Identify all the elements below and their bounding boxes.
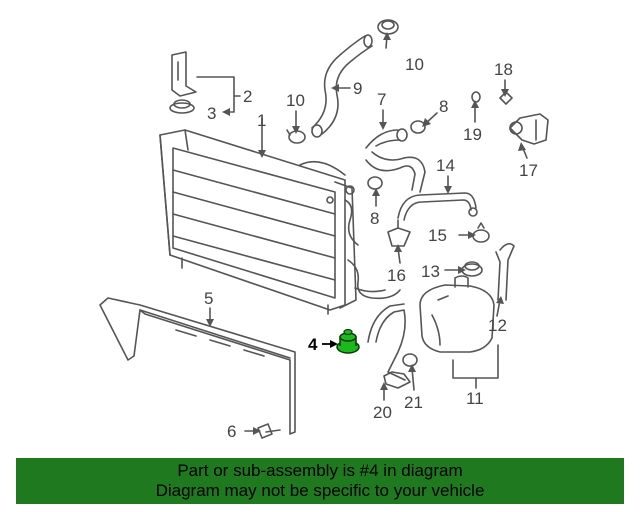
upper-radiator-hose: [311, 34, 373, 138]
notice-line-part: Part or sub-assembly is #4 in diagram: [177, 461, 463, 480]
callout-8-lower: 8: [370, 209, 379, 228]
callout-21: 21: [404, 393, 423, 412]
mount-bracket: [171, 51, 197, 97]
callout-20: 20: [373, 403, 392, 422]
lower-radiator-hose: [365, 128, 426, 193]
thermostat-gasket: [471, 91, 481, 103]
callout-4-arrowhead: [330, 340, 338, 348]
thermostat-housing: [509, 113, 549, 145]
callout-18: 18: [494, 60, 513, 79]
hose-clamp-bypass: [367, 176, 383, 190]
reservoir-cap: [377, 19, 399, 35]
callout-16: 16: [387, 266, 406, 285]
callout-19: 19: [463, 125, 482, 144]
callout-15: 15: [428, 226, 447, 245]
callout-5: 5: [204, 289, 213, 308]
callout-7: 7: [377, 90, 386, 109]
callout-8-upper: 8: [439, 97, 448, 116]
overflow-hose: [495, 242, 515, 301]
callout-4: 4: [308, 335, 318, 354]
callout-10-upper: 10: [405, 55, 424, 74]
callout-6: 6: [227, 422, 236, 441]
callout-12: 12: [488, 316, 507, 335]
callout-9: 9: [353, 79, 362, 98]
callout-14: 14: [436, 156, 455, 175]
leader-arrowheads: [206, 32, 526, 435]
radiator: [159, 129, 346, 315]
callout-3: 3: [207, 104, 216, 123]
pressure-cap: [461, 261, 483, 277]
mount-insulator: [169, 99, 195, 114]
screw: [257, 423, 281, 439]
bleeder-cap: [472, 222, 490, 243]
notice-banner: Part or sub-assembly is #4 in diagram Di…: [16, 458, 624, 504]
callout-10-left: 10: [286, 91, 305, 110]
hose-clamp-lower: [410, 120, 426, 134]
parts-diagram: 1 2 3 4 5 6 7 8 8 9 10 10 11 12 13 14 15…: [99, 19, 549, 441]
bypass-hose: [397, 192, 478, 221]
o-ring: [402, 353, 418, 367]
radiator-side-tank: [326, 181, 401, 309]
coolant-reservoir: [419, 275, 495, 353]
coolant-pipe: [367, 303, 411, 389]
callout-13: 13: [421, 262, 440, 281]
callout-1: 1: [257, 111, 266, 130]
air-deflector: [99, 297, 296, 435]
notice-line-disclaimer: Diagram may not be specific to your vehi…: [155, 481, 485, 500]
callout-11: 11: [466, 389, 484, 408]
callout-2: 2: [243, 87, 252, 106]
highlighted-part-4: [336, 328, 360, 354]
callout-17: 17: [519, 161, 538, 180]
hose-connector: [387, 219, 411, 247]
